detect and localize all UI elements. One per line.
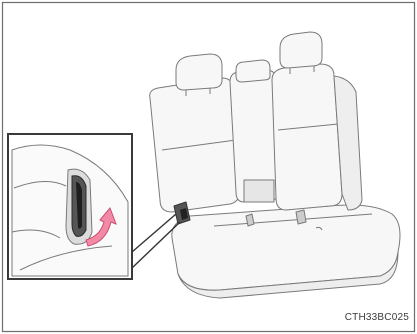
figure-code: CTH33BC025 <box>345 312 409 323</box>
right-headrest <box>280 32 322 68</box>
seatbelt-buckle-left <box>246 214 254 226</box>
left-seatback <box>150 78 240 212</box>
center-armrest <box>244 180 274 202</box>
seatbelt-buckle-right <box>296 210 306 224</box>
right-seatback <box>272 64 342 210</box>
left-headrest <box>176 54 222 90</box>
center-headrest <box>236 60 270 82</box>
